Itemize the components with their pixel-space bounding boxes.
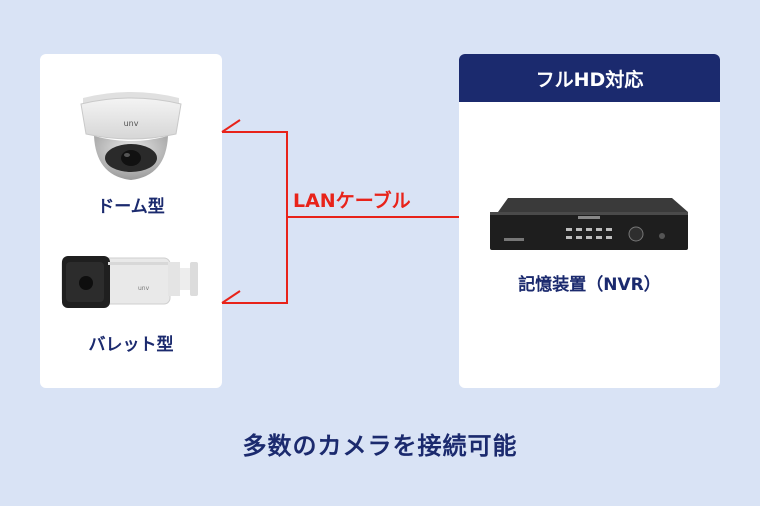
svg-text:unv: unv xyxy=(138,285,150,292)
svg-text:unv: unv xyxy=(124,119,139,128)
nvr-panel-header: フルHD対応 xyxy=(459,54,720,102)
cable-label: LANケーブル xyxy=(293,190,411,212)
nvr-device-label: 記憶装置（NVR） xyxy=(518,275,661,295)
bullet-camera-label: バレット型 xyxy=(88,335,174,355)
bullet-cable-line xyxy=(221,290,241,304)
footer-caption: 多数のカメラを接続可能 xyxy=(242,432,518,460)
dome-camera-label: ドーム型 xyxy=(97,197,165,217)
dome-cable-line xyxy=(221,119,241,133)
